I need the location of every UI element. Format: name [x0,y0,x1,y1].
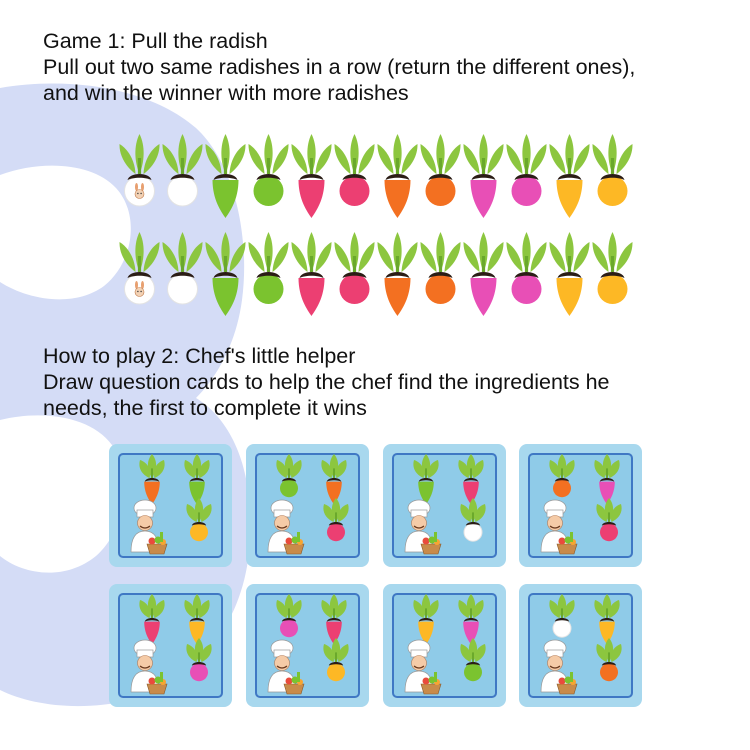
radish-piece [419,228,462,318]
radish-piece [161,228,204,318]
game1-rule-line-1: Pull out two same radishes in a row (ret… [43,55,636,79]
radish-piece [204,228,247,318]
game1-rule-line-2: and win the winner with more radishes [43,81,409,105]
radish-piece [247,228,290,318]
radish-piece [290,130,333,220]
radish-piece [591,228,634,318]
game2-rule-line-1: Draw question cards to help the chef fin… [43,370,610,394]
question-card [109,444,232,567]
radish-piece [290,228,333,318]
radish-piece [247,130,290,220]
bunny-icon [134,183,145,199]
game2-rule-line-2: needs, the first to complete it wins [43,396,367,420]
chef-icon [130,499,168,555]
chef-icon [267,639,305,695]
game2-text: How to play 2: Chef's little helper Draw… [43,343,610,421]
chef-icon [404,499,442,555]
radish-piece [161,130,204,220]
chef-icon [540,639,578,695]
chef-icon [404,639,442,695]
question-card [246,584,369,707]
question-card [383,584,506,707]
radish-piece [591,130,634,220]
radish-piece [333,228,376,318]
radish-piece [419,130,462,220]
question-card [246,444,369,567]
radish-row-1 [118,130,634,220]
game1-text: Game 1: Pull the radish Pull out two sam… [43,28,635,106]
bunny-icon [134,281,145,297]
question-card [519,584,642,707]
radish-piece [462,228,505,318]
radish-piece [505,130,548,220]
radish-row-2 [118,228,634,318]
question-card [519,444,642,567]
radish-piece [505,228,548,318]
game2-title: How to play 2: Chef's little helper [43,344,356,368]
radish-piece [548,130,591,220]
game1-title: Game 1: Pull the radish [43,29,268,53]
chef-icon [267,499,305,555]
chef-icon [540,499,578,555]
radish-piece [333,130,376,220]
radish-piece [376,228,419,318]
question-card [109,584,232,707]
chef-icon [130,639,168,695]
radish-piece [548,228,591,318]
radish-piece [118,228,161,318]
radish-piece [204,130,247,220]
question-card [383,444,506,567]
radish-piece [462,130,505,220]
radish-piece [376,130,419,220]
radish-piece [118,130,161,220]
